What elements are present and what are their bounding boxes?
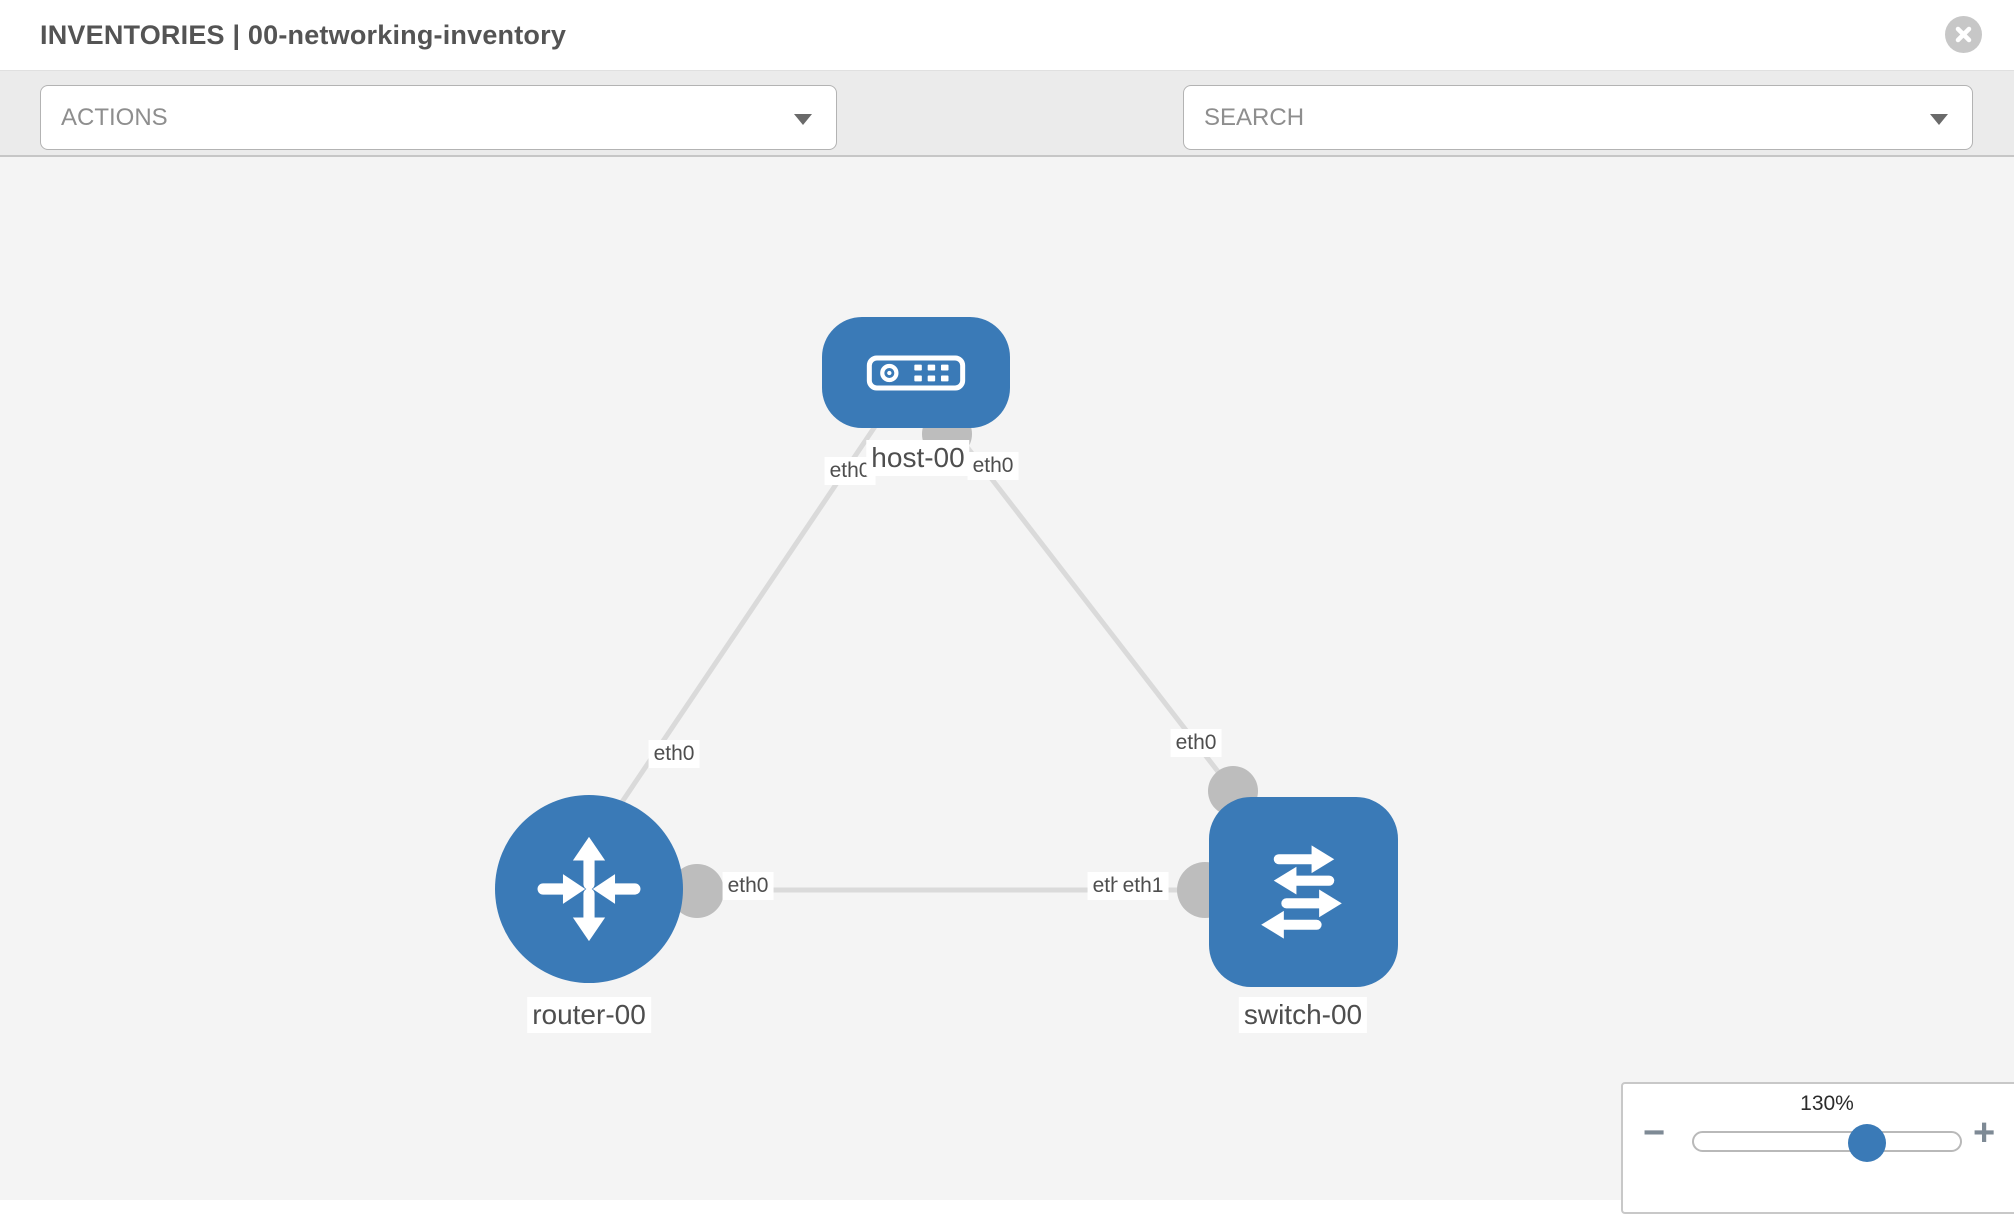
router-icon — [537, 836, 641, 942]
iface-label: eth0 — [824, 457, 876, 486]
switch-icon — [1260, 845, 1342, 939]
node-router-00[interactable] — [495, 795, 683, 983]
node-host-00[interactable] — [822, 317, 1010, 428]
node-label-switch: switch-00 — [1238, 997, 1368, 1034]
iface-label: eth0 — [967, 452, 1019, 481]
iface-label: eth0 — [722, 872, 774, 901]
iface-label: eth0 — [648, 740, 700, 769]
chevron-down-icon — [1930, 114, 1948, 125]
actions-dropdown-label: ACTIONS — [61, 103, 168, 131]
header-bar: INVENTORIES | 00-networking-inventory — [0, 0, 2014, 70]
port-circle-router — [670, 864, 724, 918]
edge-host-router[interactable] — [619, 420, 881, 804]
search-dropdown[interactable]: SEARCH — [1183, 85, 1973, 150]
topology-canvas[interactable]: eth0 eth0 eth0 eth0 eth0 eth1 eth0 host-… — [0, 157, 2014, 1200]
iface-label: eth1 — [1117, 872, 1169, 901]
node-label-router: router-00 — [527, 997, 651, 1034]
zoom-slider-track[interactable] — [1692, 1124, 1962, 1162]
page-title: INVENTORIES | 00-networking-inventory — [40, 20, 567, 50]
zoom-out-button[interactable]: − — [1643, 1112, 1666, 1154]
close-button[interactable] — [1945, 16, 1982, 53]
host-icon — [866, 355, 966, 390]
node-switch-00[interactable] — [1209, 797, 1398, 987]
zoom-in-button[interactable]: + — [1973, 1112, 1996, 1154]
zoom-percentage: 130% — [1800, 1092, 1854, 1115]
node-label-host: host-00 — [866, 440, 970, 477]
zoom-slider-thumb[interactable] — [1848, 1124, 1886, 1162]
toolbar: ACTIONS SEARCH — [0, 70, 2014, 205]
actions-dropdown[interactable]: ACTIONS — [40, 85, 837, 150]
close-icon — [1955, 26, 1972, 43]
chevron-down-icon — [794, 114, 812, 125]
iface-label: eth0 — [1170, 729, 1222, 758]
zoom-panel: 130% − + — [1621, 1082, 2014, 1214]
edges-layer — [619, 409, 1258, 918]
search-placeholder: SEARCH — [1204, 103, 1305, 131]
